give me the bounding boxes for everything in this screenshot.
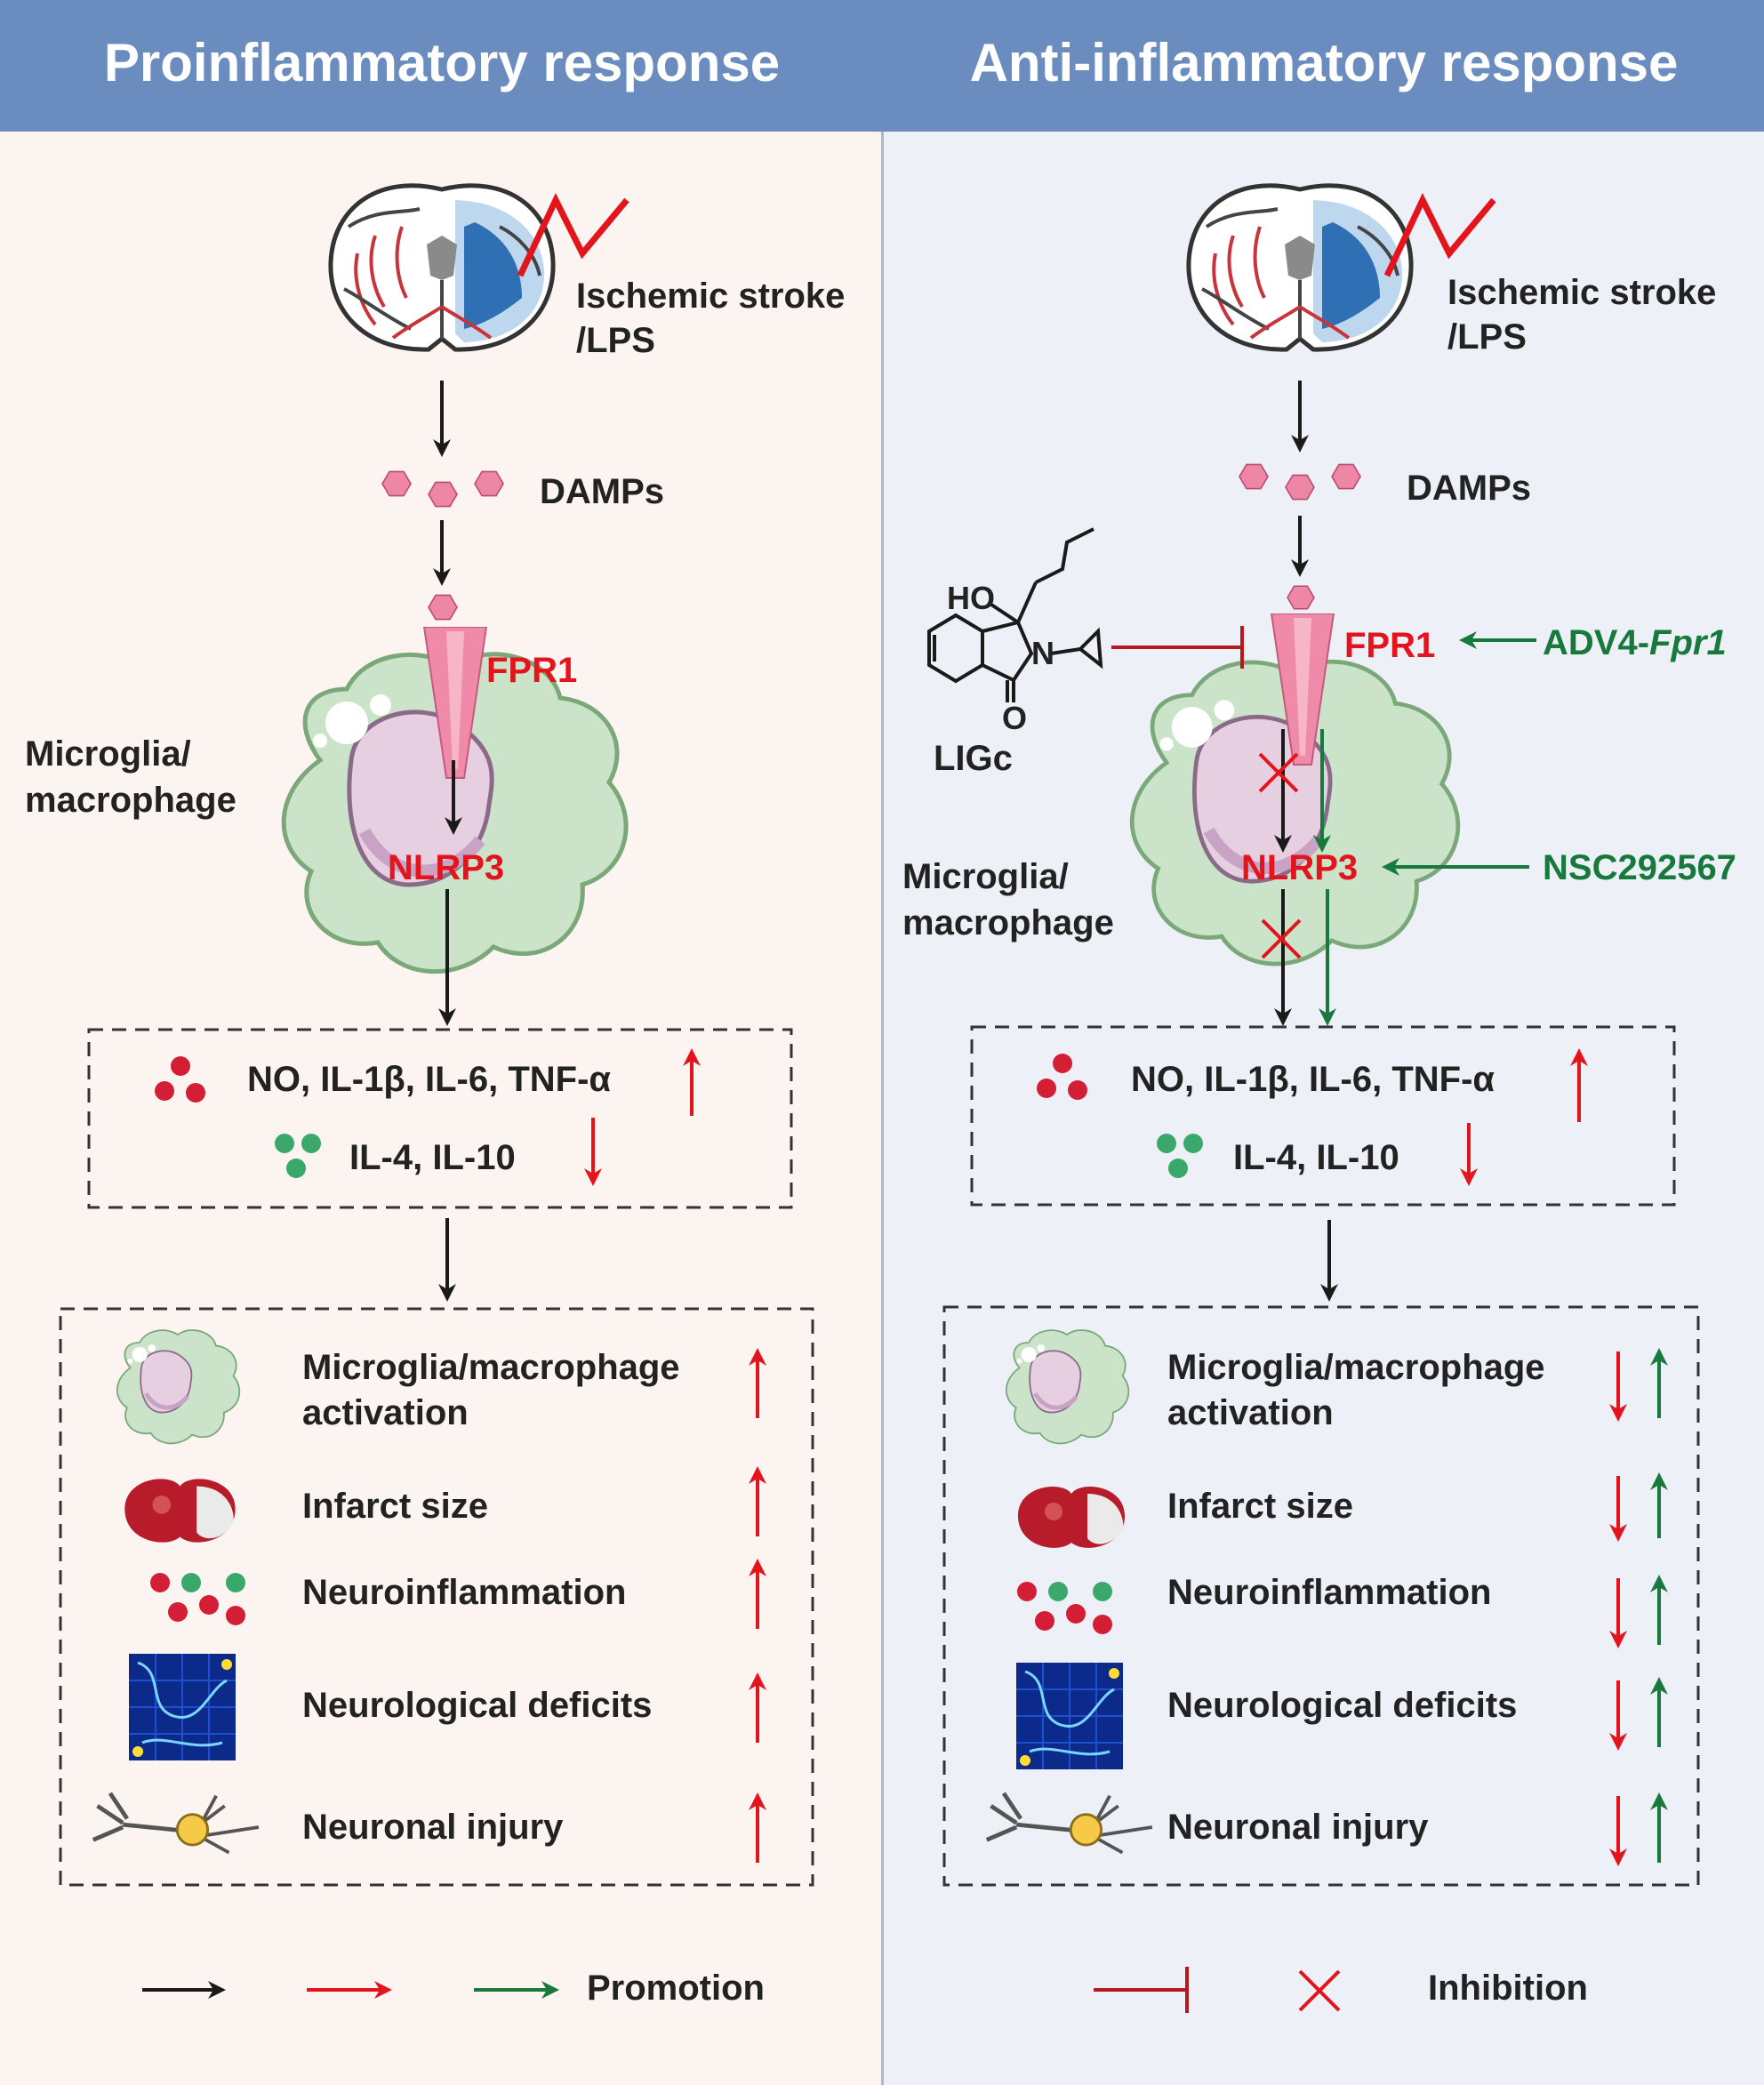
- left-stimulus-line1: Ischemic stroke: [576, 277, 846, 316]
- left-outcome-neuronal-injury: Neuronal injury: [302, 1808, 564, 1847]
- legend-promotion-label: Promotion: [587, 1969, 765, 2008]
- right-pro-cytokine-icon: [1037, 1054, 1087, 1100]
- left-nlrp3-label: NLRP3: [388, 848, 505, 887]
- right-infarct-icon: [1018, 1487, 1125, 1548]
- right-outcome-infarct: Infarct size: [1167, 1487, 1353, 1526]
- left-damps-label: DAMPs: [540, 472, 665, 511]
- right-damp-bound-icon: [1287, 585, 1315, 610]
- left-damp-icon-1: [381, 470, 412, 497]
- left-outcome-neurological: Neurological deficits: [302, 1686, 653, 1725]
- left-infarct-icon: [124, 1479, 236, 1543]
- left-pro-cytokine-icon: [155, 1056, 205, 1103]
- adv4-fpr1-italic: Fpr1: [1649, 623, 1727, 662]
- left-anti-cytokine-icon: [275, 1134, 321, 1178]
- adv4-fpr1-label: ADV4-Fpr1: [1543, 620, 1727, 666]
- right-stimulus-line2: /LPS: [1447, 317, 1527, 357]
- right-outcome-neuronal-injury: Neuronal injury: [1167, 1808, 1429, 1847]
- right-cytokine-box: [970, 1025, 1676, 1207]
- right-damp-icon-3: [1331, 463, 1361, 490]
- left-neurological-maze-icon: [129, 1654, 236, 1760]
- left-cytokine-box: [87, 1028, 793, 1209]
- left-outcome-box: [59, 1307, 814, 1887]
- right-neuronal-injury-arrows: [1609, 1792, 1668, 1866]
- left-panel-title: Proinflammatory response: [103, 33, 781, 92]
- ligc-atom-o: O: [1002, 700, 1028, 736]
- header-bar: Proinflammatory response Anti-inflammato…: [0, 0, 1764, 132]
- left-damp-icon-3: [474, 470, 504, 497]
- nsc292567-label: NSC292567: [1543, 848, 1736, 887]
- left-fpr1-label: FPR1: [486, 651, 578, 690]
- left-stimulus-line2: /LPS: [576, 321, 655, 360]
- right-outcome-neuroinflammation: Neuroinflammation: [1167, 1573, 1492, 1612]
- inhibition-cross-icon-upper: [1258, 752, 1299, 793]
- right-neuron-icon: [987, 1793, 1152, 1853]
- left-outcome-infarct: Infarct size: [302, 1487, 488, 1526]
- inhibition-cross-icon-lower: [1261, 918, 1302, 959]
- left-cell-label-line2: macrophage: [25, 781, 237, 820]
- left-brain-icon: [331, 186, 553, 349]
- right-neurological-maze-icon: [1016, 1663, 1123, 1769]
- left-outcome-neuroinflammation: Neuroinflammation: [302, 1573, 627, 1612]
- left-cell-label-line1: Microglia/: [25, 734, 191, 774]
- right-pro-cytokine-label: NO, IL-1β, IL-6, TNF-α: [1131, 1060, 1495, 1099]
- right-cell-label-line2: macrophage: [902, 903, 1114, 942]
- left-neuroinflammation-icon: [150, 1573, 245, 1625]
- right-lightning-icon: [1383, 192, 1496, 277]
- right-activation-arrows: [1609, 1348, 1668, 1422]
- right-panel-title: Anti-inflammatory response: [969, 33, 1679, 92]
- right-neuroinflammation-icon: [1017, 1582, 1112, 1634]
- left-neuron-icon: [93, 1793, 259, 1853]
- right-fpr1-label: FPR1: [1344, 626, 1436, 665]
- ligc-atom-n: N: [1031, 635, 1054, 671]
- right-damps-label: DAMPs: [1407, 469, 1532, 508]
- left-anti-cytokine-label: IL-4, IL-10: [349, 1138, 516, 1177]
- left-outcome-activation-line1: Microglia/macrophage: [302, 1348, 680, 1387]
- left-activation-icon: [117, 1330, 239, 1443]
- right-nlrp3-label: NLRP3: [1241, 848, 1359, 887]
- right-infarct-arrows: [1609, 1472, 1668, 1542]
- panel-divider: [881, 132, 884, 2085]
- right-outcome-activation-line1: Microglia/macrophage: [1167, 1348, 1545, 1387]
- right-cell-label-line1: Microglia/: [902, 857, 1069, 896]
- right-stimulus-line1: Ischemic stroke: [1447, 273, 1717, 312]
- legend-cross-icon: [1298, 1969, 1341, 2012]
- left-outcome-activation-line2: activation: [302, 1393, 469, 1432]
- right-damp-icon-2: [1285, 474, 1315, 501]
- right-neurological-arrows: [1609, 1677, 1668, 1751]
- legend-inhibition-label: Inhibition: [1428, 1969, 1588, 2008]
- ligc-label: LIGc: [934, 739, 1013, 778]
- left-damp-bound-icon: [428, 594, 458, 621]
- right-outcome-box: [942, 1305, 1700, 1887]
- right-anti-cytokine-icon: [1157, 1134, 1203, 1178]
- ligc-structure-icon: [927, 527, 1103, 702]
- left-damp-icon-2: [428, 481, 458, 508]
- right-outcome-neurological: Neurological deficits: [1167, 1686, 1518, 1725]
- ligc-atom-ho: HO: [947, 580, 995, 616]
- right-neuroinflammation-arrows: [1609, 1575, 1668, 1648]
- right-anti-cytokine-label: IL-4, IL-10: [1233, 1138, 1399, 1177]
- right-activation-icon: [1006, 1330, 1128, 1443]
- left-lightning-icon: [517, 192, 629, 277]
- adv4-prefix: ADV4-: [1543, 623, 1650, 662]
- right-outcome-activation-line2: activation: [1167, 1393, 1334, 1432]
- left-pro-cytokine-label: NO, IL-1β, IL-6, TNF-α: [247, 1060, 611, 1099]
- right-brain-icon: [1189, 186, 1411, 349]
- right-damp-icon-1: [1239, 463, 1269, 490]
